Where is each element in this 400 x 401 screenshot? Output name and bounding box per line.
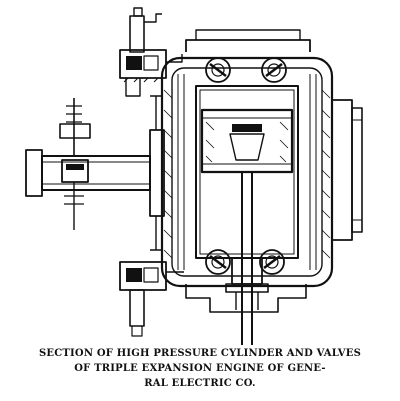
top-valve-chest: [185, 29, 311, 83]
exhaust-flange: [331, 99, 363, 241]
cylinder-frame: [150, 95, 162, 251]
bottom-valve-chest: [185, 249, 307, 313]
piston: [200, 108, 294, 174]
upper-valve-gear: [119, 7, 183, 97]
throttle-valve: [59, 98, 91, 230]
caption-line-1: SECTION OF HIGH PRESSURE CYLINDER AND VA…: [38, 348, 362, 359]
cylinder-section-drawing: [25, 7, 363, 345]
caption-line-3: RAL ELECTRIC CO.: [144, 378, 256, 389]
figure-caption: SECTION OF HIGH PRESSURE CYLINDER AND VA…: [0, 346, 400, 391]
caption-line-2: OF TRIPLE EXPANSION ENGINE OF GENE-: [74, 363, 326, 374]
lower-valve-gear: [119, 261, 184, 337]
steam-inlet-pipe: [25, 129, 165, 217]
piston-rod: [225, 172, 269, 345]
